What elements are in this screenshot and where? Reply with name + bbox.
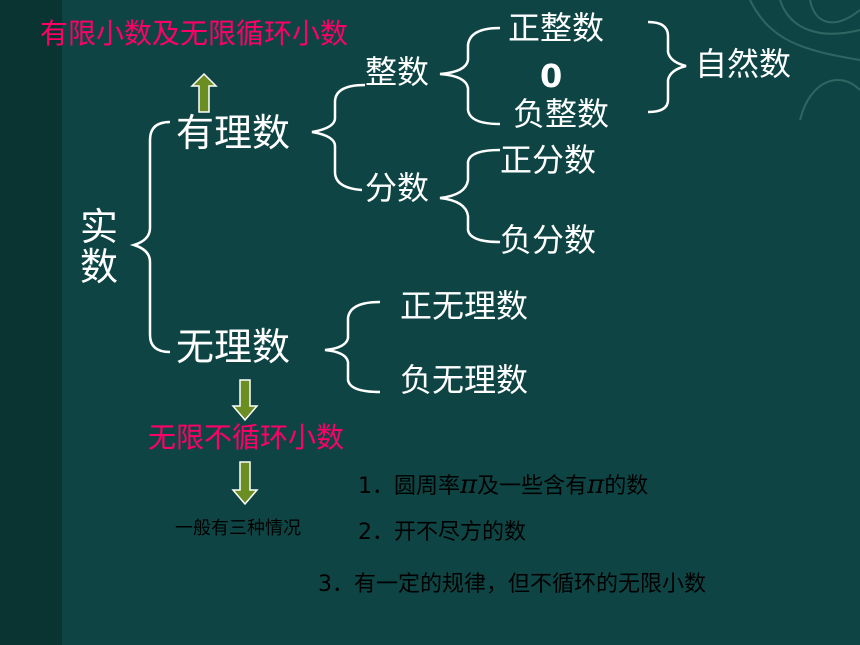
- title: 有限小数及无限循环小数: [40, 17, 349, 50]
- fraction-brace: [439, 148, 501, 244]
- decorative-flourish-icon: [749, 0, 860, 120]
- irrational-brace: [324, 300, 381, 394]
- up-arrow-icon: [190, 72, 218, 113]
- case-1-suffix: 的数: [604, 474, 649, 499]
- down-arrow-icon: [231, 379, 259, 422]
- root-label: 实数: [80, 205, 119, 289]
- case-3: 3．有一定的规律，但不循环的无限小数: [318, 572, 706, 597]
- natural-brace: [647, 20, 687, 114]
- negative-fraction-label: 负分数: [500, 221, 597, 259]
- fractions-label: 分数: [365, 169, 430, 207]
- pi-symbol-2: π: [587, 470, 605, 500]
- case-2: 2．开不尽方的数: [358, 520, 526, 545]
- negative-irrational-label: 负无理数: [400, 361, 529, 399]
- non-repeating-decimal-label: 无限不循环小数: [148, 421, 345, 454]
- case-1-middle: 及一些含有: [477, 474, 588, 499]
- positive-irrational-label: 正无理数: [400, 287, 529, 325]
- positive-integer-label: 正整数: [508, 9, 605, 47]
- pi-symbol: π: [460, 470, 478, 500]
- natural-number-label: 自然数: [695, 45, 792, 83]
- irrational-label: 无理数: [176, 325, 291, 369]
- negative-integer-label: 负整数: [513, 95, 610, 133]
- rational-brace: [311, 83, 366, 192]
- positive-fraction-label: 正分数: [500, 141, 597, 179]
- case-1: 1．圆周率π及一些含有π的数: [358, 472, 648, 498]
- root-brace: [129, 120, 171, 354]
- integers-label: 整数: [365, 53, 430, 91]
- case-1-prefix: 1．圆周率: [358, 474, 460, 499]
- left-sidebar-strip: [0, 0, 62, 645]
- three-cases-label: 一般有三种情况: [175, 518, 301, 539]
- rational-label: 有理数: [176, 111, 291, 155]
- down-arrow-2-icon: [231, 461, 259, 506]
- integer-brace: [439, 26, 501, 126]
- zero-label: 0: [540, 57, 563, 95]
